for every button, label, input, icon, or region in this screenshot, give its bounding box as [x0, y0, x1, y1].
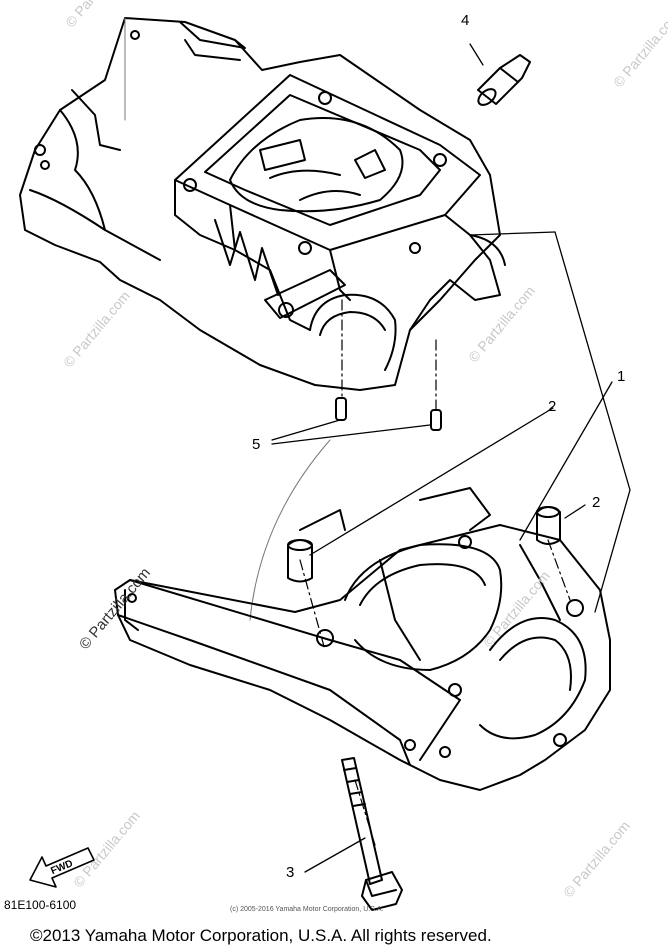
- callout-2b: 2: [592, 494, 601, 511]
- lower-dowels: [287, 506, 561, 583]
- alignment-lines: [299, 299, 571, 846]
- inner-copyright: (c) 2005-2016 Yamaha Motor Corporation, …: [230, 906, 384, 913]
- dowel-pins: [335, 397, 442, 431]
- callout-3: 3: [286, 864, 295, 881]
- bolt: [341, 757, 403, 911]
- fitting: [477, 54, 531, 106]
- leader-lines: [271, 43, 631, 873]
- upper-crankcase: [19, 17, 506, 391]
- part-code: 81E100-6100: [4, 898, 77, 912]
- callout-2: 2: [548, 398, 557, 415]
- callout-5: 5: [252, 436, 261, 453]
- callout-1: 1: [617, 368, 626, 385]
- footer-copyright: ©2013 Yamaha Motor Corporation, U.S.A. A…: [30, 926, 492, 945]
- callout-4: 4: [461, 12, 470, 29]
- extension-lines: [124, 17, 331, 621]
- lower-crankcase: [114, 487, 611, 791]
